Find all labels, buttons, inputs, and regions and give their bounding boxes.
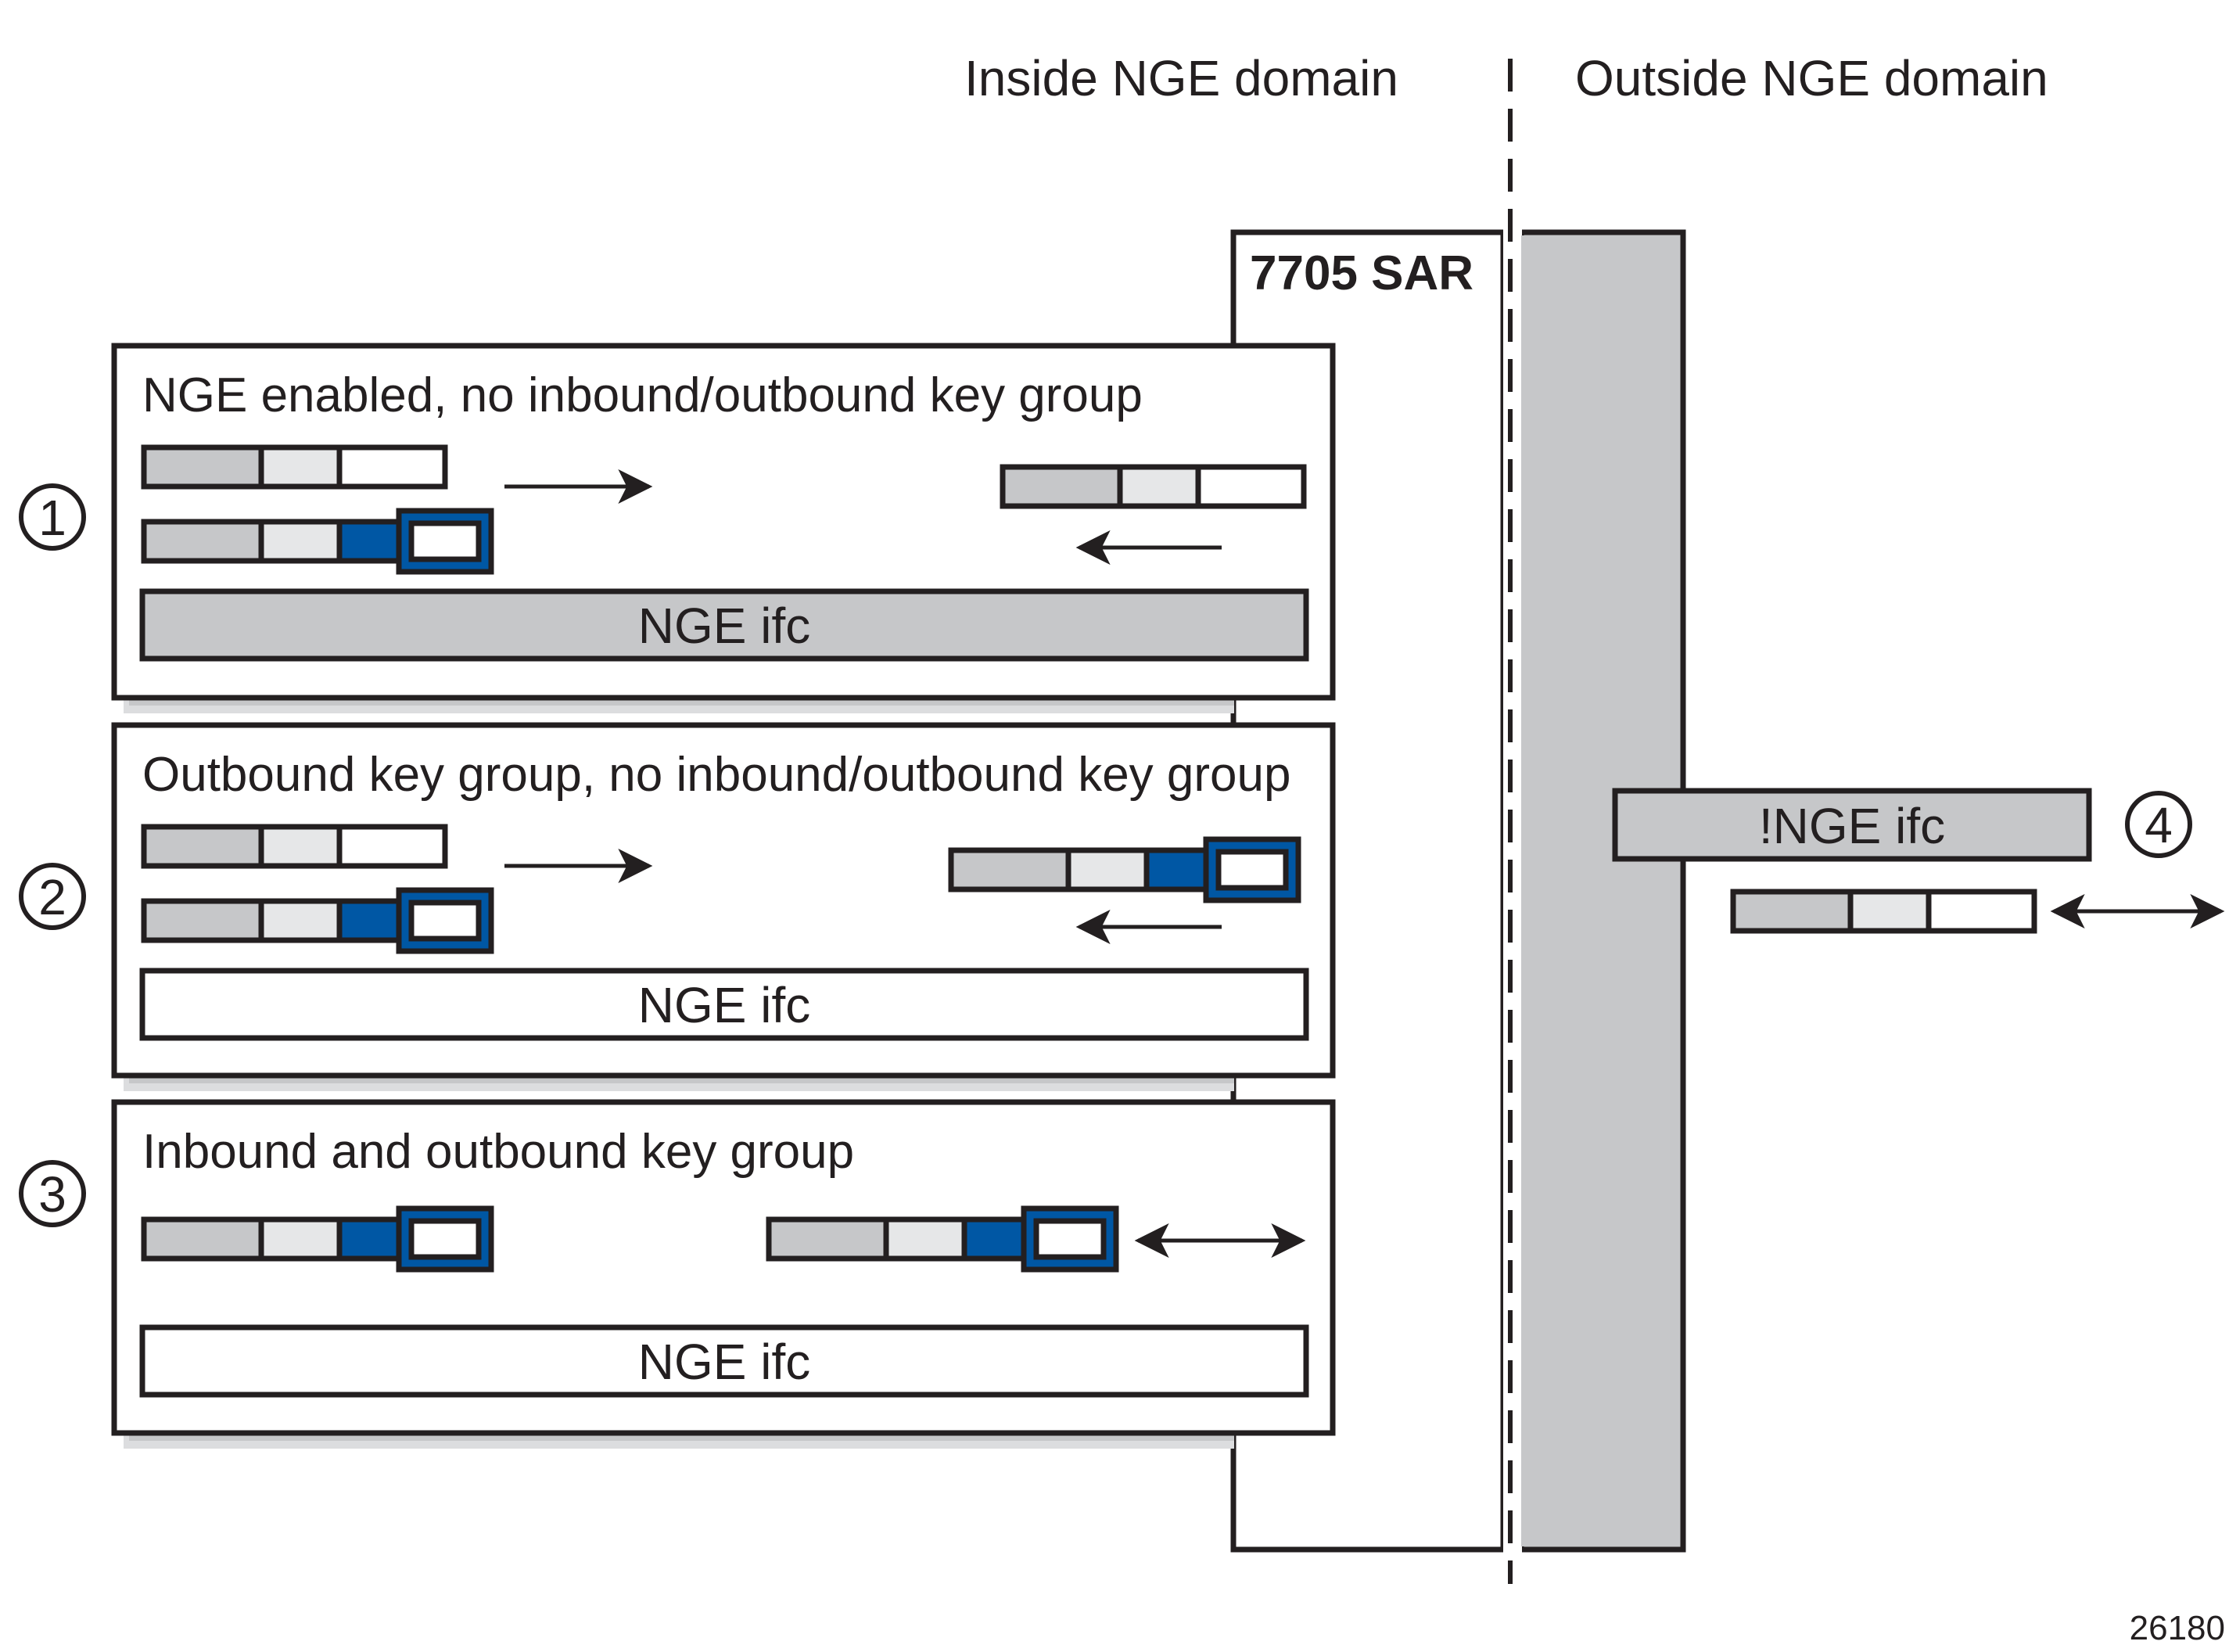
outbound-cleartext-packet [141, 824, 448, 869]
scenario-2: Outbound key group, no inbound/outbound … [19, 722, 1336, 1091]
packet-encryption-header [336, 1216, 405, 1262]
received-encrypted-packet [948, 836, 1301, 903]
received-cleartext-packet [1000, 464, 1307, 509]
packet-header-segment [1730, 889, 1854, 934]
nge-interface-label: NGE ifc [638, 977, 810, 1033]
packet-encrypted-payload [408, 520, 482, 562]
packet-header-segment [141, 824, 264, 869]
packet-middle-segment [1847, 889, 1932, 934]
encrypted-packet [141, 887, 494, 954]
scenario-4-number-circle [2125, 791, 2192, 858]
packet-header-segment [1000, 464, 1123, 509]
outside-column-edge [1521, 235, 1524, 1546]
packet-middle-segment [258, 1216, 343, 1262]
nge-interface [139, 588, 1309, 662]
nge-interface-label: NGE ifc [638, 1334, 810, 1390]
scenario-title: Outbound key group, no inbound/outbound … [142, 748, 1290, 802]
sar-device-label: 7705 SAR [1250, 246, 1473, 300]
scenario-number-circle [19, 483, 86, 551]
packet-middle-segment [258, 444, 343, 490]
outbound-cleartext-packet [141, 444, 448, 490]
encrypted-packet [141, 1205, 494, 1273]
packet-middle-segment [258, 824, 343, 869]
scenario-title: Inbound and outbound key group [142, 1125, 854, 1179]
scenario-number-circle [19, 863, 86, 930]
packet-encryption-header [336, 519, 405, 564]
packet-encrypted-payload [408, 1218, 482, 1260]
packet-header-segment [141, 519, 264, 564]
packet-payload-segment [336, 824, 448, 869]
scenario-1: NGE enabled, no inbound/outbound key gro… [19, 343, 1336, 713]
scenario-4: !NGE ifc 4 [1612, 788, 2225, 934]
scenario-panel-shadow [129, 1433, 1234, 1441]
scenario-panel-shadow [129, 698, 1234, 706]
outside-packet [1730, 889, 2037, 934]
packet-header-segment [141, 444, 264, 490]
packet-middle-segment [1065, 847, 1150, 892]
packet-encrypted-payload [1033, 1218, 1107, 1260]
non-nge-interface [1612, 788, 2092, 862]
nge-interface [139, 968, 1309, 1041]
encrypted-packet [141, 508, 494, 575]
figure-id: 26180 [2130, 1609, 2225, 1647]
non-nge-interface-label: !NGE ifc [1759, 798, 1945, 854]
scenario-4-number: 4 [2145, 797, 2173, 853]
scenario-panel-shadow [129, 1076, 1234, 1083]
packet-encryption-header [336, 898, 405, 943]
scenario-number: 2 [38, 869, 66, 925]
packet-header-segment [948, 847, 1071, 892]
scenario-number: 3 [38, 1166, 66, 1223]
packet-encryption-header [1143, 847, 1212, 892]
inside-domain-label: Inside NGE domain [964, 50, 1398, 106]
nge-interface [139, 1324, 1309, 1398]
packet-payload-segment [1926, 889, 2037, 934]
packet-payload-segment [336, 444, 448, 490]
packet-payload-segment [1195, 464, 1307, 509]
packet-middle-segment [883, 1216, 967, 1262]
packet-header-segment [766, 1216, 889, 1262]
packet-encrypted-payload [408, 900, 482, 942]
packet-middle-segment [1117, 464, 1201, 509]
outside-domain-label: Outside NGE domain [1575, 50, 2048, 106]
nge-interface-label: NGE ifc [638, 598, 810, 654]
packet-middle-segment [258, 898, 343, 943]
packet-encrypted-payload [1215, 849, 1289, 891]
packet-middle-segment [258, 519, 343, 564]
outside-network-column [1518, 229, 1686, 1553]
scenario-number-circle [19, 1160, 86, 1227]
scenario-number: 1 [38, 490, 66, 546]
peer-encrypted-packet [766, 1205, 1119, 1273]
packet-header-segment [141, 1216, 264, 1262]
scenario-title: NGE enabled, no inbound/outbound key gro… [142, 368, 1143, 422]
packet-header-segment [141, 898, 264, 943]
non-nge-cleartext-packet [1730, 889, 2037, 934]
scenarios: NGE enabled, no inbound/outbound key gro… [19, 343, 1336, 1449]
packet-encryption-header [961, 1216, 1030, 1262]
